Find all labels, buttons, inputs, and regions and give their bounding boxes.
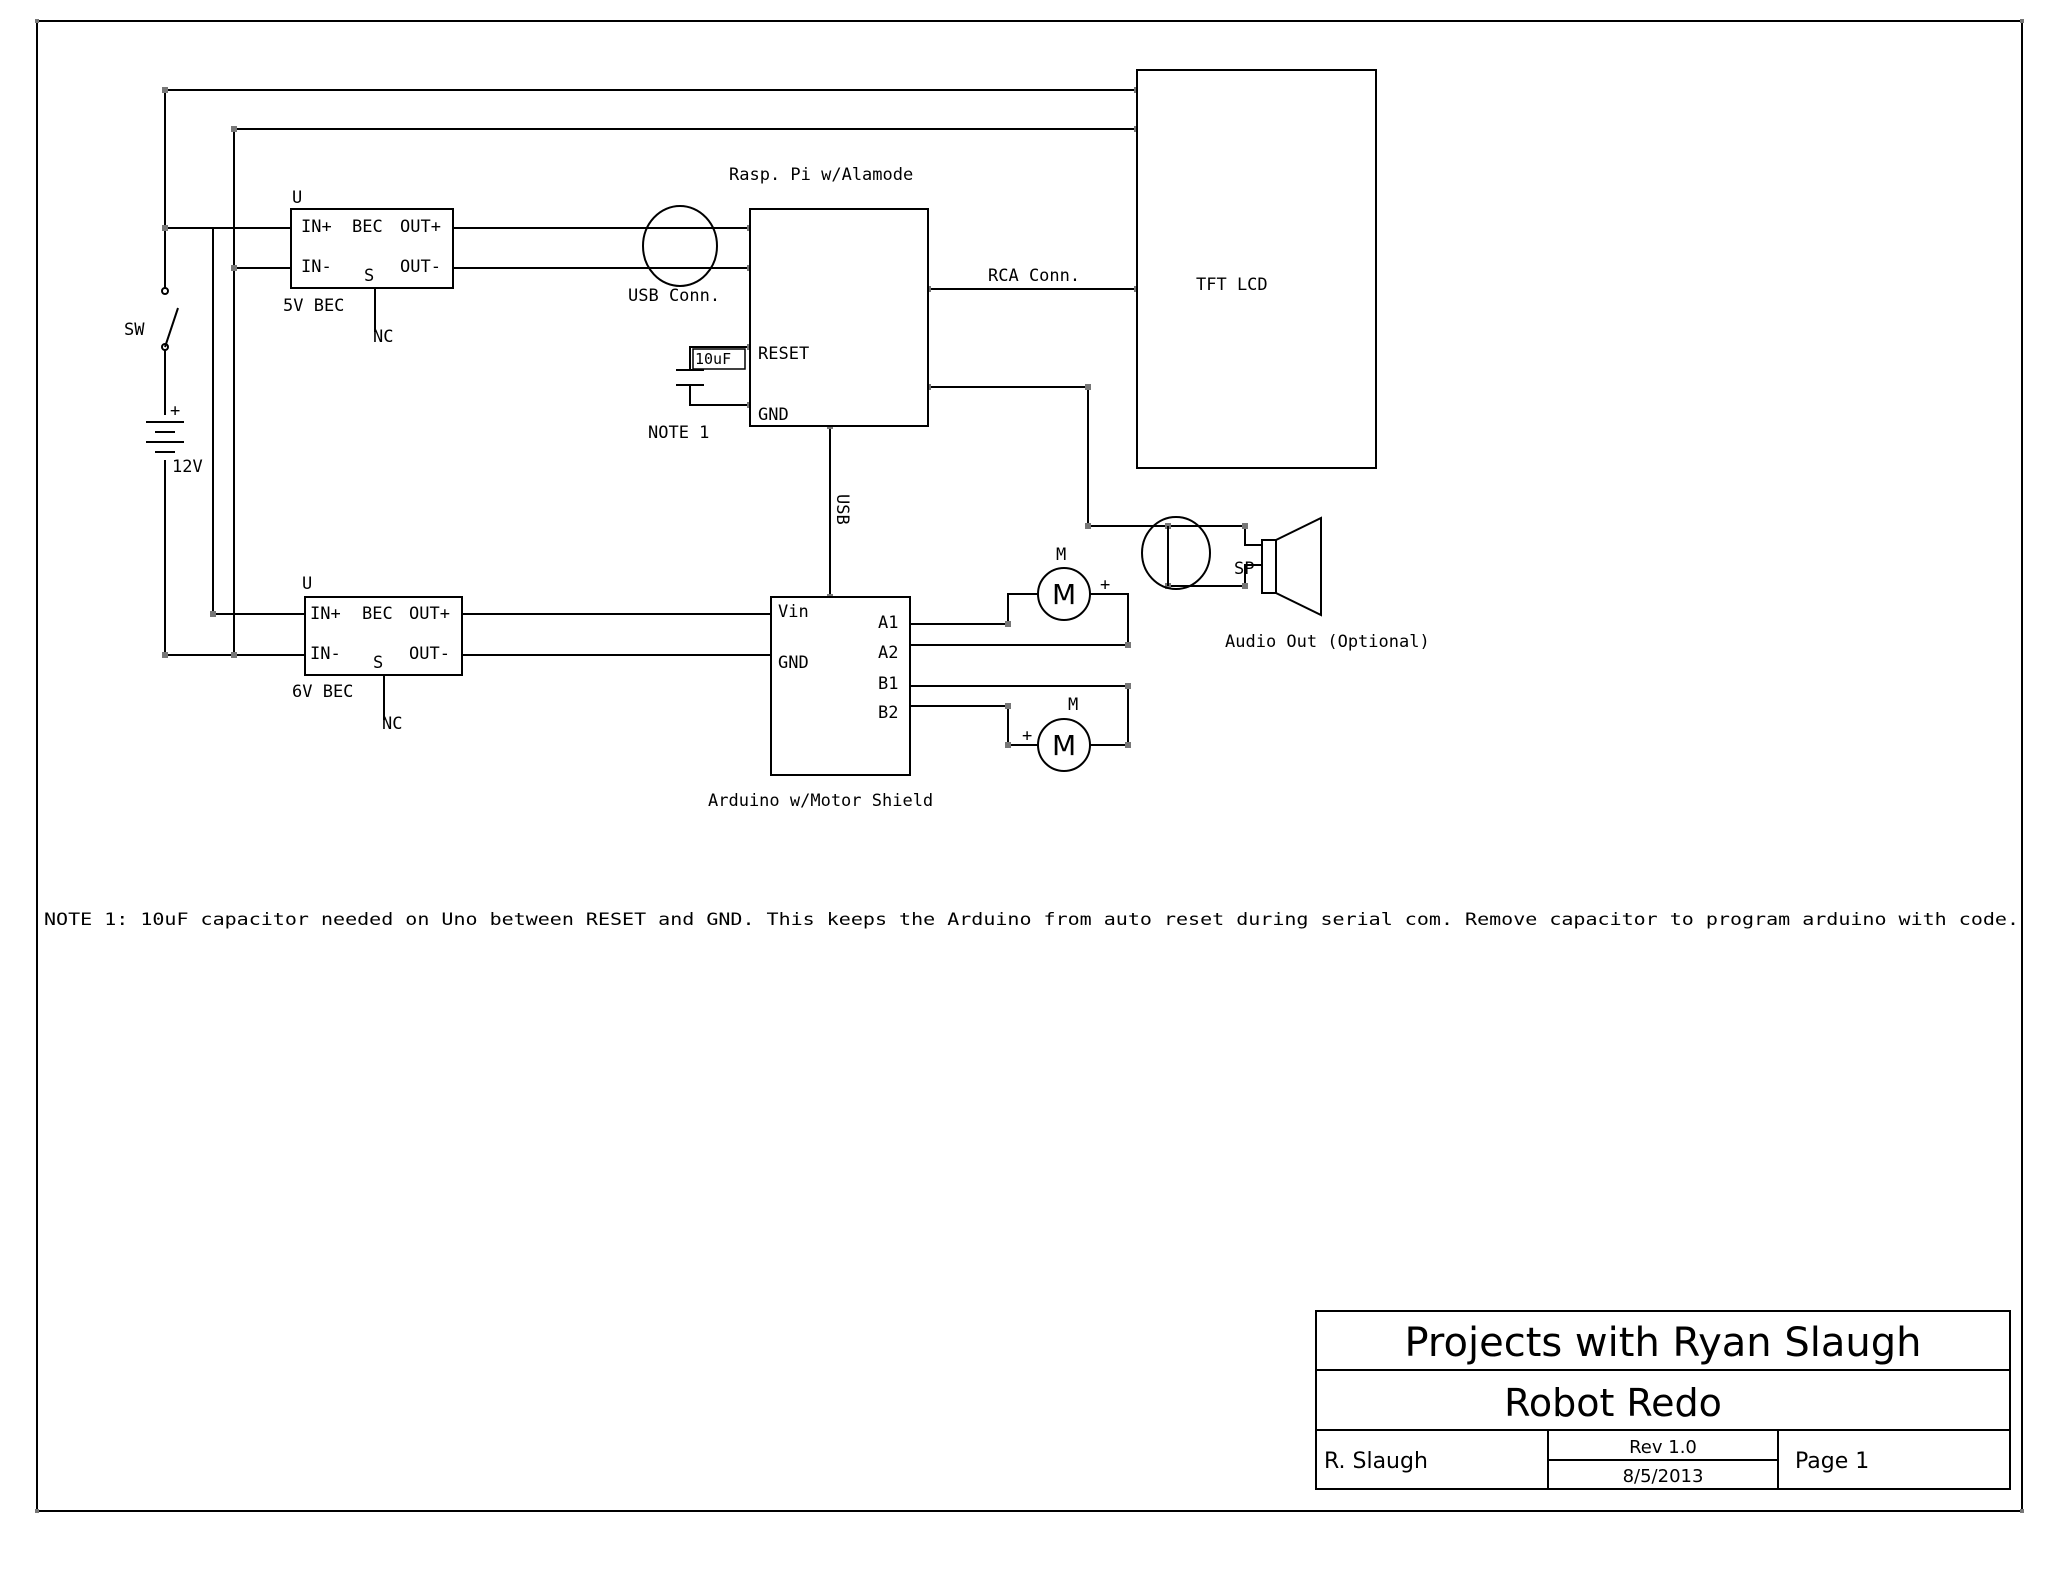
bec-5v-pin-out-plus: OUT+ [400, 217, 441, 237]
raspberry-pi: Rasp. Pi w/Alamode RESET GND [729, 165, 929, 427]
bec-6v-nc: NC [382, 714, 402, 734]
arduino-vin-pin: Vin [778, 602, 809, 622]
motor-a-symbol: M [1052, 578, 1076, 611]
title-block-author: R. Slaugh [1324, 1449, 1428, 1474]
bec-5v-pin-s: S [364, 266, 374, 286]
bec-6v: U IN+ BEC OUT+ IN- S OUT- 6V BEC NC [292, 574, 463, 734]
note-reference: NOTE 1 [648, 423, 709, 443]
bec-6v-pin-out-minus: OUT- [409, 644, 450, 664]
usb-cable-label: USB [832, 494, 852, 525]
arduino-a2-pin: A2 [878, 643, 898, 663]
bec-5v: U IN+ BEC OUT+ IN- S OUT- 5V BEC NC [283, 188, 454, 347]
bec-5v-name: 5V BEC [283, 296, 344, 316]
note-text: NOTE 1: 10uF capacitor needed on Uno bet… [44, 910, 2019, 930]
bec-5v-type: BEC [352, 217, 383, 237]
motor-a-designator: M [1056, 545, 1066, 565]
battery-voltage-label: 12V [172, 457, 203, 477]
audio-output: SP Audio Out (Optional) [1141, 516, 1430, 652]
arduino-b1-pin: B1 [878, 674, 898, 694]
audio-out-label: Audio Out (Optional) [1225, 632, 1430, 652]
bec-6v-pin-s: S [373, 653, 383, 673]
bec-6v-pin-in-plus: IN+ [310, 604, 341, 624]
arduino-b2-pin: B2 [878, 703, 898, 723]
title-block-revision: Rev 1.0 [1629, 1437, 1697, 1458]
motor-b: M M + [1022, 695, 1091, 772]
switch-label: SW [124, 320, 145, 340]
arduino: Vin GND A1 A2 B1 B2 Arduino w/Motor Shie… [708, 596, 933, 811]
bec-5v-nc: NC [373, 327, 393, 347]
bec-5v-designator: U [292, 188, 302, 208]
bec-6v-designator: U [302, 574, 312, 594]
speaker-label: SP [1234, 559, 1254, 579]
bec-5v-pin-in-plus: IN+ [301, 217, 332, 237]
arduino-title: Arduino w/Motor Shield [708, 791, 933, 811]
arduino-gnd-pin: GND [778, 653, 809, 673]
arduino-a1-pin: A1 [878, 613, 898, 633]
wires [164, 89, 1262, 746]
bec-6v-name: 6V BEC [292, 682, 353, 702]
motor-b-designator: M [1068, 695, 1078, 715]
usb-connector: USB Conn. [628, 205, 720, 306]
battery: + 12V [146, 401, 203, 477]
title-block-page: Page 1 [1795, 1449, 1869, 1474]
capacitor-value: 10uF [695, 350, 731, 368]
tft-lcd: TFT LCD [1136, 69, 1377, 469]
bec-6v-pin-out-plus: OUT+ [409, 604, 450, 624]
motor-a-plus: + [1100, 575, 1110, 595]
title-block-company: Projects with Ryan Slaugh [1405, 1320, 1922, 1366]
motor-a: M M + [1037, 545, 1110, 621]
bec-6v-pin-in-minus: IN- [310, 644, 341, 664]
title-block-project: Robot Redo [1504, 1381, 1722, 1425]
capacitor: 10uF NOTE 1 [648, 348, 746, 443]
rca-label: RCA Conn. [988, 266, 1080, 286]
pi-reset-pin: RESET [758, 344, 809, 364]
motor-b-symbol: M [1052, 729, 1076, 762]
pi-gnd-pin: GND [758, 405, 789, 425]
usb-conn-label: USB Conn. [628, 286, 720, 306]
sheet-border [36, 20, 2023, 1512]
pi-title: Rasp. Pi w/Alamode [729, 165, 913, 185]
bec-5v-pin-in-minus: IN- [301, 257, 332, 277]
power-switch: SW [124, 287, 179, 351]
lcd-label: TFT LCD [1196, 275, 1268, 295]
bec-6v-type: BEC [362, 604, 393, 624]
title-block: Projects with Ryan Slaugh Robot Redo R. … [1315, 1310, 2011, 1490]
battery-plus-label: + [170, 401, 180, 421]
bec-5v-pin-out-minus: OUT- [400, 257, 441, 277]
motor-b-plus: + [1022, 726, 1032, 746]
title-block-date: 8/5/2013 [1623, 1466, 1704, 1487]
